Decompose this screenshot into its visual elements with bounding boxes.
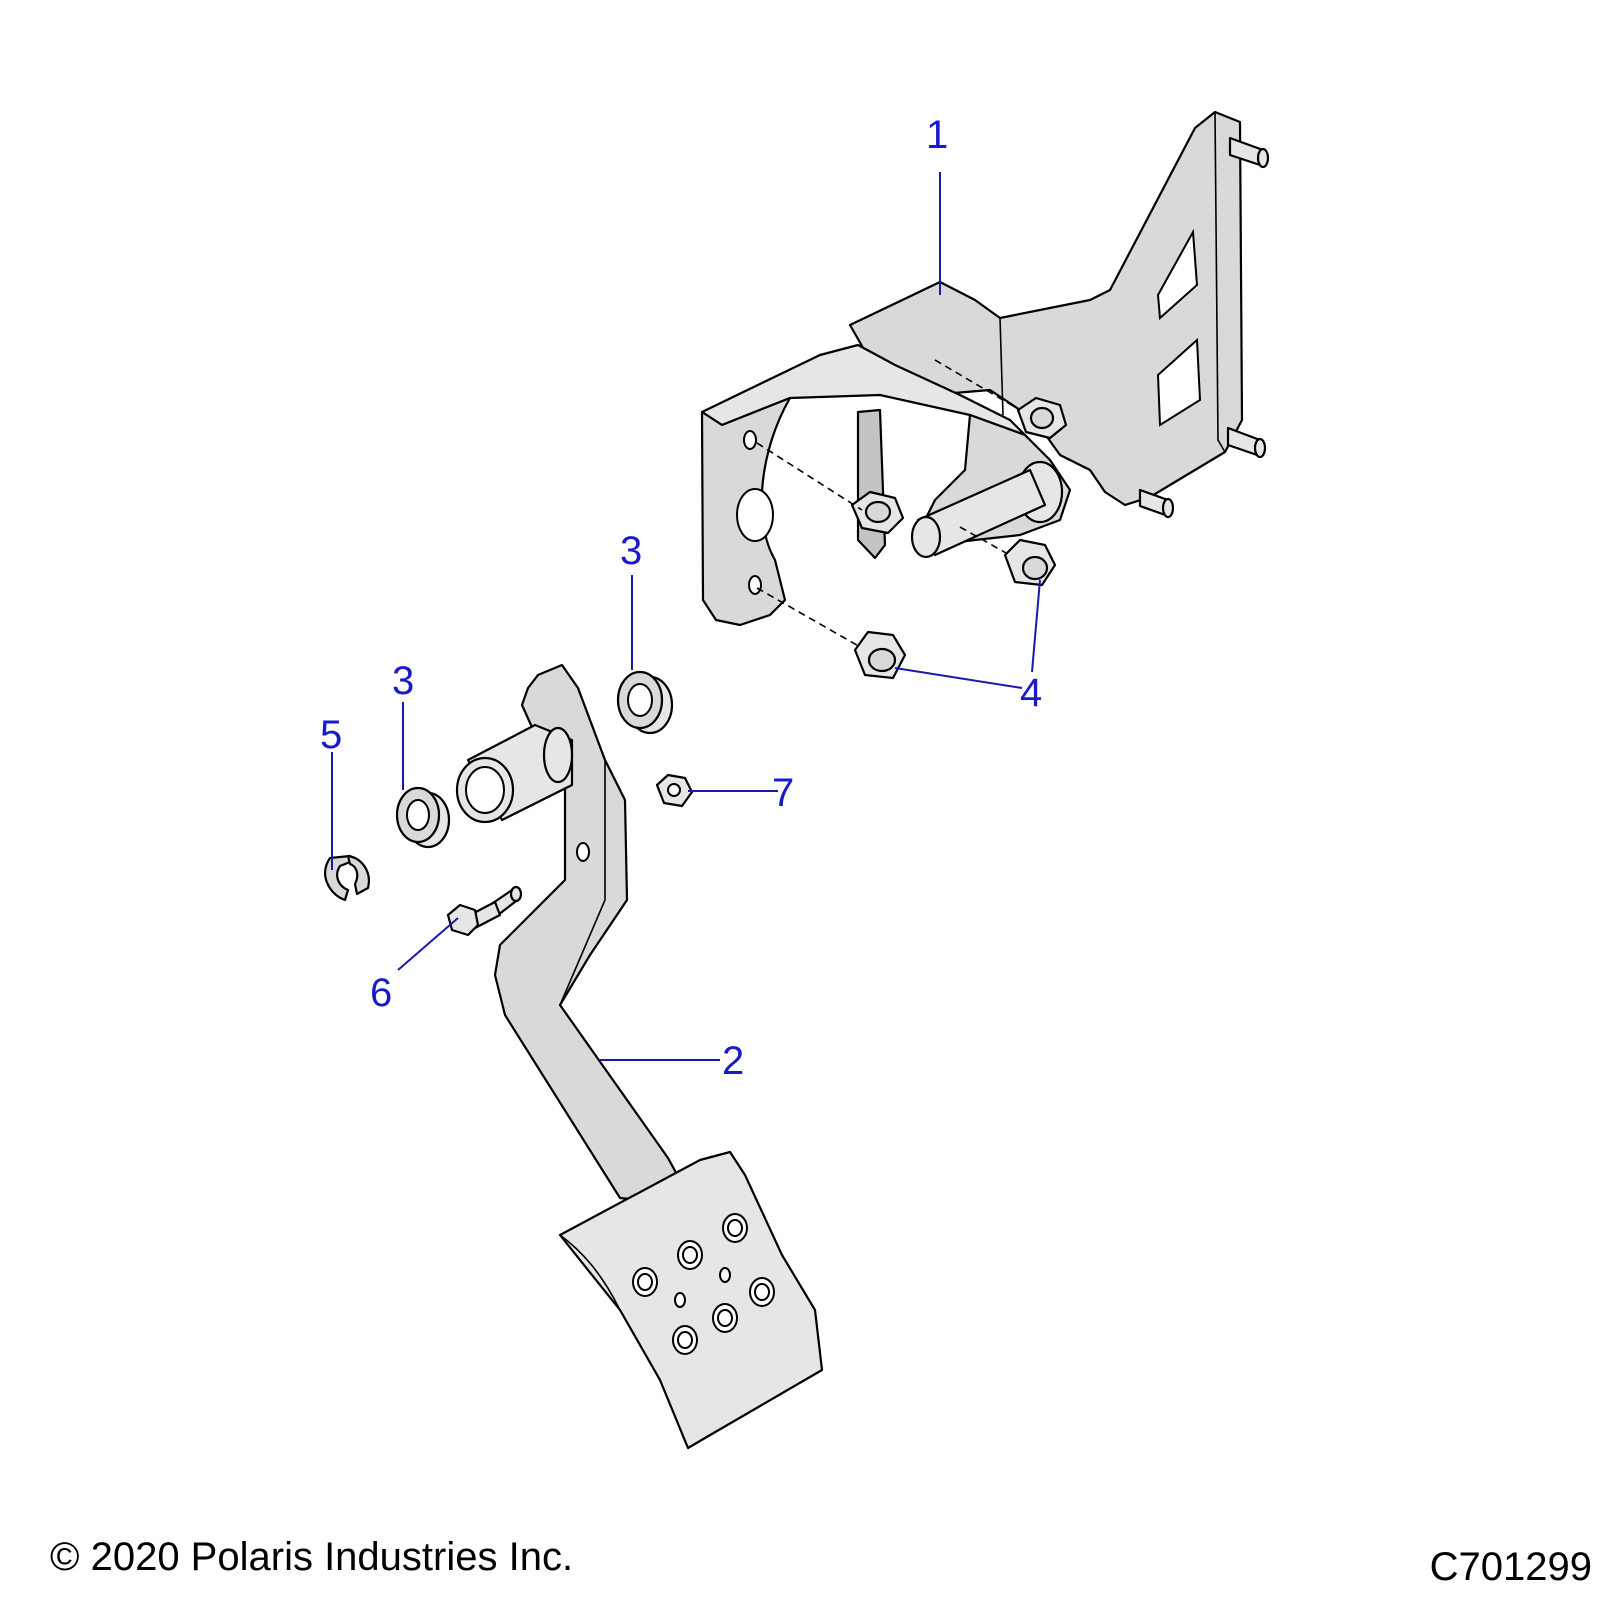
part-3-bushing-upper bbox=[616, 670, 674, 735]
leader-4a bbox=[1031, 579, 1041, 673]
bracket-back-plate bbox=[848, 110, 1244, 507]
part-2-brake-pedal bbox=[455, 663, 824, 1450]
callout-1: 1 bbox=[926, 113, 948, 157]
bracket-window-lower bbox=[1156, 337, 1202, 427]
callout-2: 2 bbox=[722, 1039, 744, 1083]
part-4-flange-nut-a bbox=[1003, 538, 1057, 587]
drawing-number: C701299 bbox=[1429, 1545, 1592, 1589]
bracket-stud-bottom bbox=[1138, 488, 1175, 519]
pedal-arm-hole bbox=[576, 842, 590, 862]
bracket-stud-top bbox=[1228, 136, 1270, 169]
bracket-stud-right bbox=[1226, 426, 1267, 459]
callout-3-lower: 3 bbox=[392, 659, 414, 703]
bracket-nut-left bbox=[850, 490, 905, 535]
pedal-pivot-tube bbox=[455, 723, 574, 824]
bracket-hole-upper bbox=[743, 430, 757, 450]
copyright-notice: © 2020 Polaris Industries Inc. bbox=[50, 1535, 574, 1579]
bracket-hole-large bbox=[736, 488, 774, 542]
callout-4: 4 bbox=[1020, 671, 1042, 715]
part-1-mounting-bracket bbox=[700, 110, 1270, 649]
part-4-flange-nut-b bbox=[853, 630, 907, 680]
bracket-hole-lower bbox=[748, 575, 762, 595]
bracket-pivot-shaft bbox=[910, 468, 1047, 559]
bracket-inner-web bbox=[856, 408, 887, 560]
part-7-small-nut bbox=[655, 773, 694, 808]
part-3-bushing-lower bbox=[395, 786, 451, 849]
pedal-foot-pad bbox=[558, 1150, 824, 1450]
leader-6 bbox=[397, 917, 459, 971]
bracket-nut-upper bbox=[1016, 396, 1068, 440]
callout-6: 6 bbox=[370, 971, 392, 1015]
callout-5: 5 bbox=[320, 713, 342, 757]
part-6-shoulder-bolt bbox=[446, 885, 523, 937]
bracket-window-upper bbox=[1156, 228, 1199, 321]
callout-3-upper: 3 bbox=[620, 529, 642, 573]
leader-4b bbox=[894, 667, 1023, 689]
pedal-pad-holes bbox=[632, 1213, 775, 1355]
callout-7: 7 bbox=[772, 771, 794, 815]
